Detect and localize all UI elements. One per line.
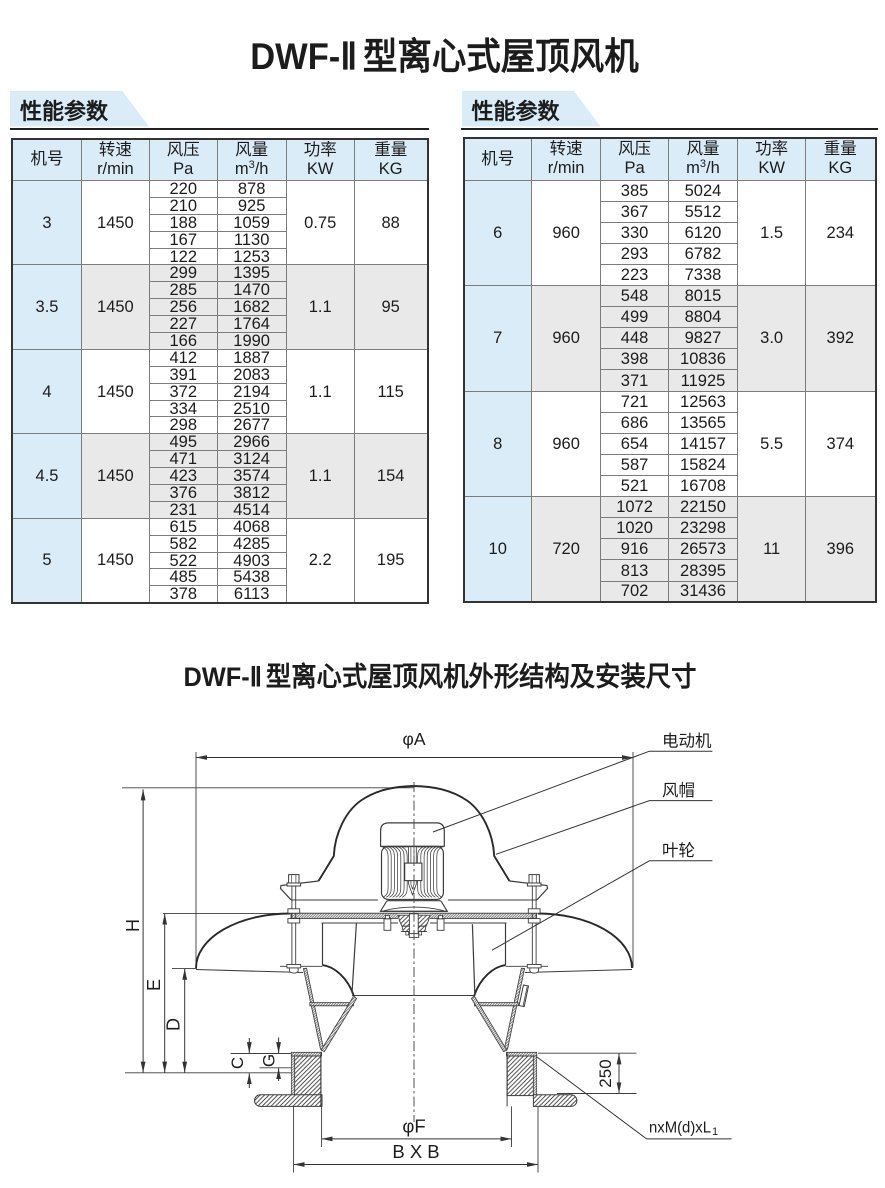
svg-text:nxM(d)xL: nxM(d)xL bbox=[649, 1120, 711, 1137]
svg-text:H: H bbox=[123, 919, 143, 932]
svg-text:φA: φA bbox=[402, 729, 425, 749]
svg-text:φF: φF bbox=[402, 1116, 425, 1137]
svg-text:B X B: B X B bbox=[392, 1141, 439, 1162]
svg-text:叶轮: 叶轮 bbox=[662, 841, 695, 860]
svg-text:1: 1 bbox=[712, 1126, 718, 1138]
svg-text:C: C bbox=[228, 1057, 247, 1069]
svg-text:250: 250 bbox=[596, 1059, 615, 1087]
svg-text:G: G bbox=[260, 1054, 279, 1067]
svg-text:D: D bbox=[164, 1018, 184, 1031]
svg-text:风帽: 风帽 bbox=[662, 781, 695, 800]
svg-text:电动机: 电动机 bbox=[662, 732, 712, 751]
svg-text:E: E bbox=[144, 979, 164, 991]
